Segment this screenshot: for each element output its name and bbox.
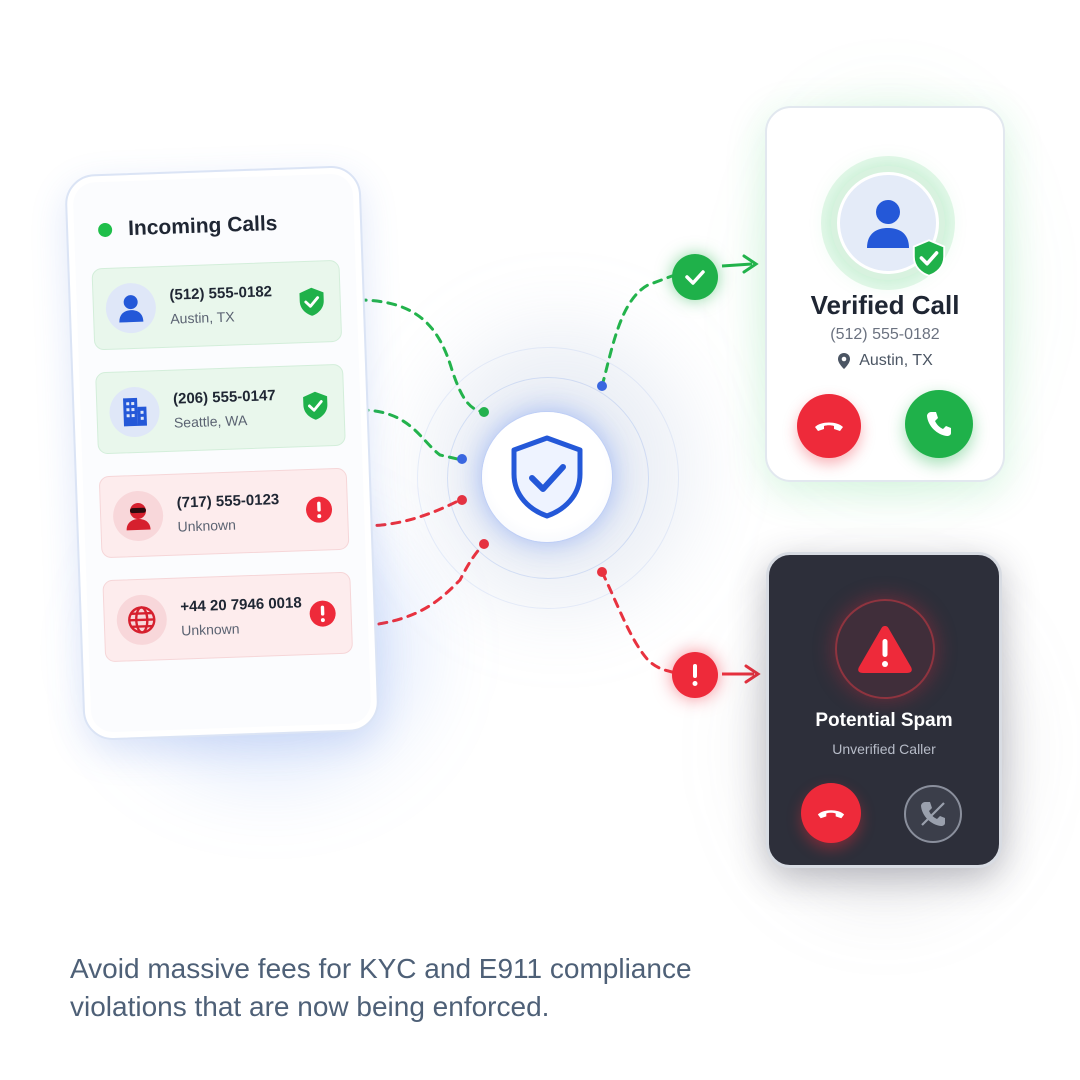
globe-icon (115, 594, 168, 646)
spam-alert-circle (835, 599, 935, 699)
call-number: (206) 555-0147 (172, 387, 276, 408)
verified-call-location: Austin, TX (767, 352, 1003, 370)
hang-up-icon (815, 422, 843, 431)
warning-triangle-icon (858, 626, 912, 673)
verified-call-card: Verified Call (512) 555-0182 Austin, TX (765, 106, 1005, 482)
call-location: Unknown (177, 516, 237, 535)
call-row-3[interactable]: (717) 555-0123 Unknown (98, 467, 350, 559)
connector-spam (600, 570, 674, 674)
verified-call-location-text: Austin, TX (859, 352, 933, 369)
person-icon (867, 200, 909, 248)
building-icon (108, 386, 161, 438)
verified-call-number: (512) 555-0182 (830, 326, 940, 343)
masked-caller-icon (112, 490, 165, 542)
verification-shield-hub (482, 412, 612, 542)
incoming-calls-header: Incoming Calls (97, 211, 278, 242)
person-icon (105, 282, 157, 334)
verified-shield-icon (301, 390, 330, 421)
call-location: Seattle, WA (173, 412, 248, 431)
spam-alert-badge (672, 652, 718, 698)
blocked-accept-button[interactable] (904, 785, 962, 843)
verified-shield-icon (297, 286, 326, 317)
call-location: Austin, TX (170, 308, 235, 327)
spam-title: Potential Spam (815, 710, 953, 731)
verified-check-badge (672, 254, 718, 300)
caption-text: Avoid massive fees for KYC and E911 comp… (70, 953, 692, 1022)
warning-icon (308, 598, 337, 629)
potential-spam-card: Potential Spam Unverified Caller (766, 552, 1002, 868)
decline-call-button[interactable] (797, 394, 861, 458)
phone-icon (927, 412, 951, 436)
call-number: +44 20 7946 0018 (180, 594, 302, 616)
warning-icon (305, 494, 334, 525)
spam-subtitle: Unverified Caller (832, 741, 936, 757)
call-number: (717) 555-0123 (176, 491, 280, 512)
hub-ring (417, 347, 679, 609)
call-row-1[interactable]: (512) 555-0182 Austin, TX (91, 259, 343, 351)
call-row-4[interactable]: +44 20 7946 0018 Unknown (102, 571, 354, 663)
phone-disabled-icon (921, 802, 945, 826)
call-number: (512) 555-0182 (169, 283, 273, 304)
decline-spam-button[interactable] (801, 783, 861, 843)
location-pin-icon (838, 353, 851, 369)
call-row-2[interactable]: (206) 555-0147 Seattle, WA (95, 363, 346, 455)
shield-check-icon (511, 435, 583, 519)
hang-up-icon (817, 809, 845, 818)
live-status-dot (97, 222, 113, 238)
verified-shield-icon (912, 239, 946, 277)
verified-call-title: Verified Call (810, 290, 960, 320)
incoming-calls-title: Incoming Calls (127, 211, 278, 241)
call-location: Unknown (180, 620, 240, 639)
incoming-calls-panel: Incoming Calls (512) 555-0182 Austin, TX… (64, 165, 380, 741)
verified-caller-avatar (837, 172, 946, 277)
accept-call-button[interactable] (905, 390, 973, 458)
